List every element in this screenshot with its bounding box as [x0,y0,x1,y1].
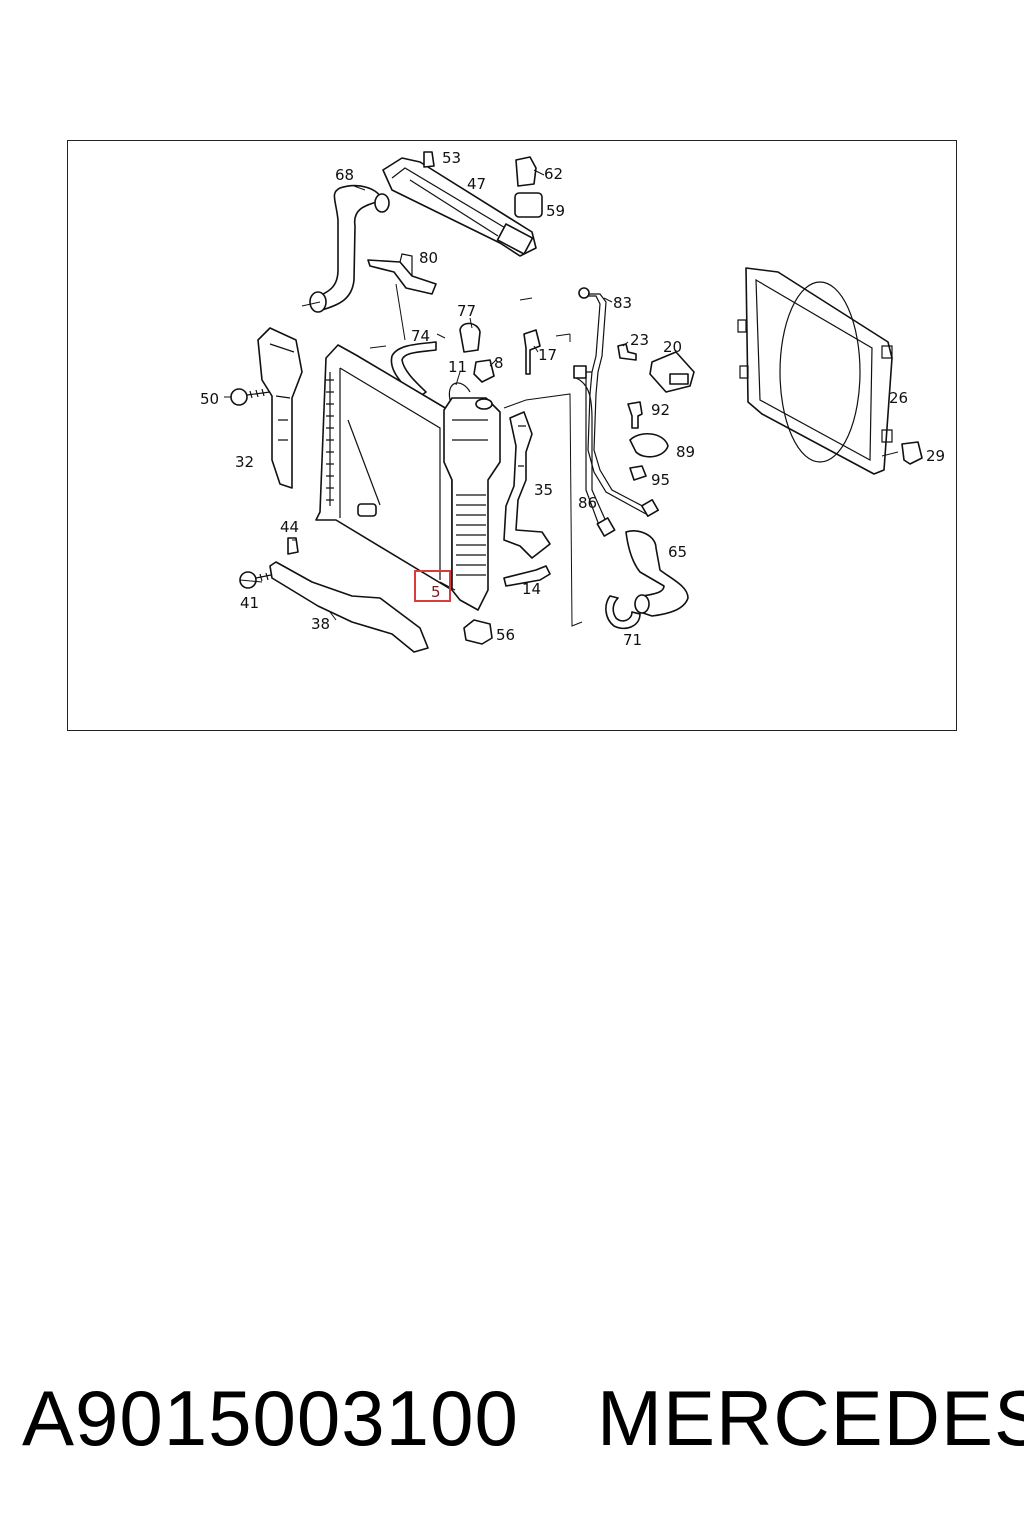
part-35-bracket [503,411,551,559]
part-53-clip [423,151,435,168]
part-77-clamp [459,322,481,353]
part-11-side-tank [443,382,501,611]
callout-17: 17 [538,346,557,364]
callout-23: 23 [630,331,649,349]
brand-name: MERCEDES [597,1374,1024,1462]
callout-83: 83 [613,294,632,312]
parts-diagram: 53 47 62 59 68 80 83 77 74 23 20 11 8 17… [200,149,945,653]
part-56-mount [463,619,493,645]
part-95-nut [629,465,647,481]
part-26-fan-shroud [737,267,893,475]
callout-74: 74 [411,327,430,345]
part-17-sensor [523,329,541,375]
part-59-rubber-pad [514,192,543,218]
callout-86: 86 [578,494,597,512]
callout-20: 20 [663,338,682,356]
part-29-clip [901,441,923,465]
part-32-air-guide [257,327,303,489]
part-radiator-core [315,344,453,591]
part-38-lower-air-guide [269,561,429,653]
callout-50: 50 [200,390,219,408]
callout-26: 26 [889,389,908,407]
callout-38: 38 [311,615,330,633]
part-80-bracket [367,253,437,295]
leader-lines [224,169,899,627]
part-8-drain-plug [473,359,495,383]
callout-14: 14 [522,580,541,598]
part-44-clip [287,537,299,555]
part-number: A9015003100 [22,1374,519,1462]
part-62-clip [515,156,537,187]
highlighted-part-callout[interactable]: 5 [414,570,451,602]
part-68-upper-hose [309,184,390,313]
highlight-box [414,570,451,602]
callout-71: 71 [623,631,642,649]
callout-95: 95 [651,471,670,489]
callout-32: 32 [235,453,254,471]
callout-65: 65 [668,543,687,561]
callout-47: 47 [467,175,486,193]
callout-11: 11 [448,358,467,376]
callout-5: 5 [431,583,441,601]
part-50-bolt [230,388,271,406]
callout-80: 80 [419,249,438,267]
callout-44: 44 [280,518,299,536]
callout-8: 8 [494,354,504,372]
callout-53: 53 [442,149,461,167]
part-41-bolt [239,571,277,589]
callout-77: 77 [457,302,476,320]
callout-68: 68 [335,166,354,184]
callout-92: 92 [651,401,670,419]
part-47-support-bracket [382,157,537,257]
footer: A9015003100 MERCEDES [0,1370,1024,1470]
callout-29: 29 [926,447,945,465]
callout-56: 56 [496,626,515,644]
callout-labels: 53 47 62 59 68 80 83 77 74 23 20 11 8 17… [200,149,945,649]
callout-59: 59 [546,202,565,220]
callout-89: 89 [676,443,695,461]
part-65-lower-hose [625,530,689,617]
part-71-hose-clamp [605,595,641,630]
part-92-bolt [627,401,643,429]
callout-35: 35 [534,481,553,499]
part-20-switch [649,351,695,393]
callout-62: 62 [544,165,563,183]
part-89-clamp [629,433,669,458]
part-14-drain-valve [503,565,551,587]
part-83-oil-line [582,293,651,515]
callout-41: 41 [240,594,259,612]
